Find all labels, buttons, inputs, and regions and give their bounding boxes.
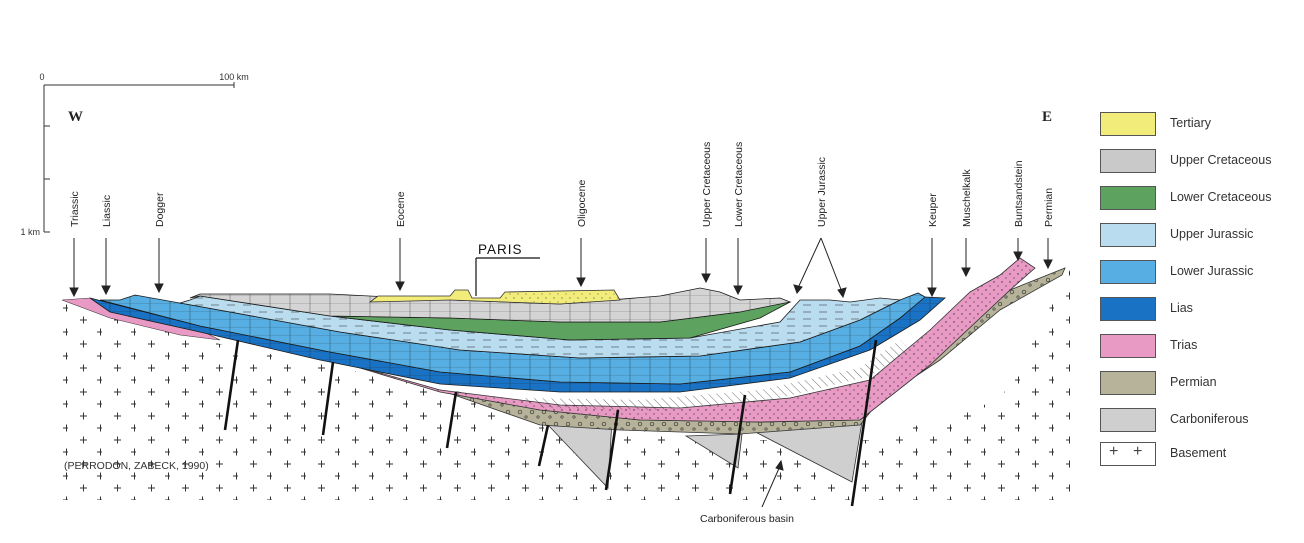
legend-item-lower-cretaceous: Lower Cretaceous	[1100, 186, 1300, 212]
legend-label: Tertiary	[1170, 116, 1211, 130]
legend-label: Lower Jurassic	[1170, 264, 1254, 278]
legend-swatch	[1100, 297, 1156, 321]
paris-marker	[475, 257, 540, 296]
legend-label: Carboniferous	[1170, 412, 1249, 426]
formation-label-upper-jurassic: Upper Jurassic	[816, 157, 828, 227]
scale-bar	[43, 82, 235, 233]
legend-swatch	[1100, 408, 1156, 432]
paris-label: PARIS	[478, 242, 523, 257]
plus-icon: +	[1133, 443, 1143, 460]
formation-label-buntsandstein: Buntsandstein	[1013, 160, 1025, 227]
legend-swatch	[1100, 112, 1156, 136]
legend-label: Basement	[1170, 446, 1227, 460]
legend-swatch	[1100, 149, 1156, 173]
west-label: W	[68, 109, 83, 125]
legend-label: Lower Cretaceous	[1170, 190, 1272, 204]
formation-label-upper-cretaceous: Upper Cretaceous	[701, 142, 713, 227]
legend-label: Upper Cretaceous	[1170, 153, 1272, 167]
legend-swatch	[1100, 186, 1156, 210]
legend-item-lower-jurassic: Lower Jurassic	[1100, 260, 1300, 286]
formation-label-oligocene: Oligocene	[576, 180, 588, 227]
formation-label-liassic: Liassic	[101, 195, 113, 227]
formation-label-eocene: Eocene	[395, 191, 407, 227]
legend-item-upper-jurassic: Upper Jurassic	[1100, 223, 1300, 249]
legend-swatch	[1100, 223, 1156, 247]
legend-item-lias: Lias	[1100, 297, 1300, 323]
formation-label-muschelkalk: Muschelkalk	[961, 168, 973, 227]
legend-swatch	[1100, 260, 1156, 284]
legend-label: Upper Jurassic	[1170, 227, 1254, 241]
faults	[223, 339, 878, 507]
legend-swatch	[1100, 371, 1156, 395]
formation-label-lower-cretaceous: Lower Cretaceous	[733, 142, 745, 227]
legend-swatch: + +	[1100, 442, 1156, 466]
scale-start-label: 0	[39, 72, 44, 82]
legend-item-permian: Permian	[1100, 371, 1300, 397]
plus-icon: +	[1109, 443, 1119, 460]
formation-arrows	[69, 237, 1053, 299]
legend-item-carboniferous: Carboniferous	[1100, 408, 1300, 434]
formation-label-dogger: Dogger	[154, 192, 166, 227]
formation-label-keuper: Keuper	[927, 193, 939, 227]
scale-end-label: 100 km	[219, 72, 249, 82]
formation-label-triassic: Triassic	[69, 191, 81, 227]
formation-labels: Triassic Liassic Dogger Eocene Oligocene…	[69, 142, 1055, 227]
legend-item-basement: + + Basement	[1100, 442, 1300, 468]
legend-item-tertiary: Tertiary	[1100, 112, 1300, 138]
basin-label: Carboniferous basin	[700, 513, 794, 525]
scale-depth-label: 1 km	[20, 227, 40, 237]
carboniferous-wedge	[684, 433, 743, 469]
legend-label: Trias	[1170, 338, 1198, 352]
legend-label: Permian	[1170, 375, 1217, 389]
basin-arrow	[761, 459, 784, 508]
legend-item-upper-cretaceous: Upper Cretaceous	[1100, 149, 1300, 175]
legend-item-trias: Trias	[1100, 334, 1300, 360]
formation-label-permian: Permian	[1043, 188, 1055, 227]
citation: (PERRODON, ZABECK, 1990)	[64, 460, 209, 472]
east-label: E	[1042, 109, 1052, 125]
legend-label: Lias	[1170, 301, 1193, 315]
legend-swatch	[1100, 334, 1156, 358]
